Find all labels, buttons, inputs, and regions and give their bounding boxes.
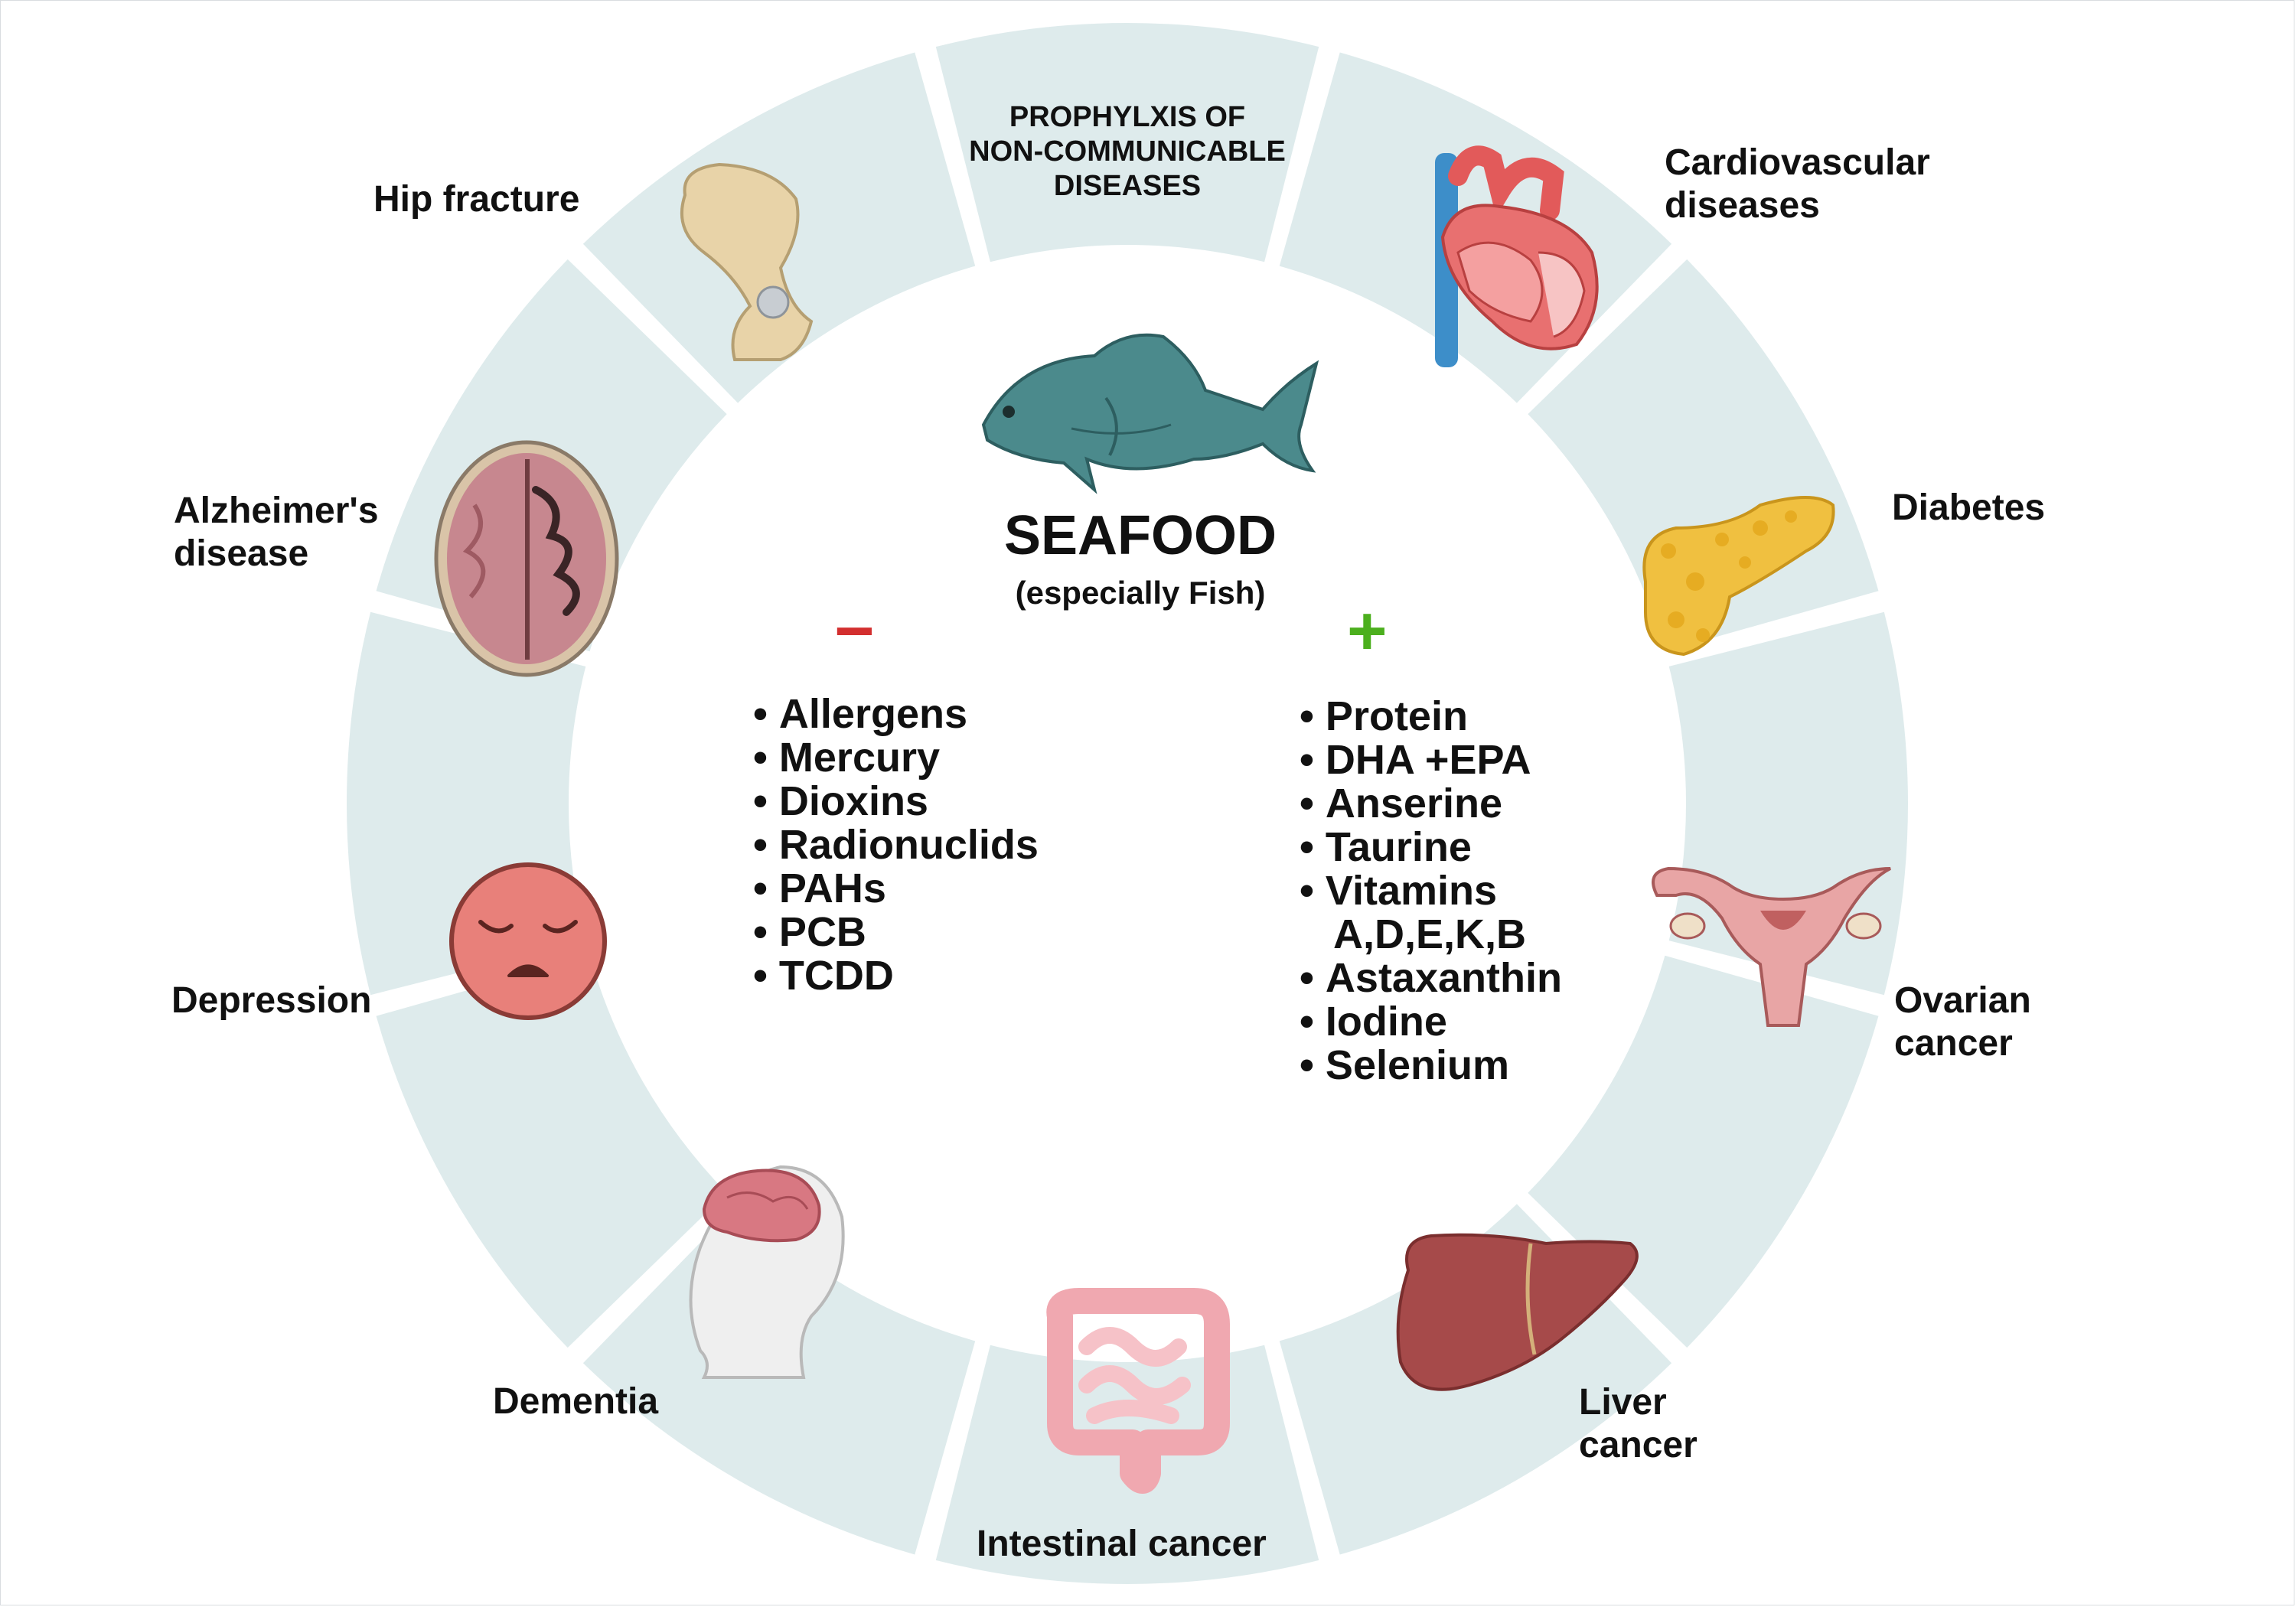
positive-item: DHA +EPA bbox=[1300, 738, 1562, 782]
wheel-header-line-3: DISEASES bbox=[1054, 170, 1201, 202]
center-title: SEAFOOD bbox=[1003, 505, 1277, 566]
label-cardiovascular: Cardiovascular diseases bbox=[1665, 142, 1930, 226]
fish-icon bbox=[981, 333, 1319, 494]
positive-item: Vitamins bbox=[1300, 869, 1562, 913]
positive-item: Protein bbox=[1300, 695, 1562, 738]
label-hip-fracture: Hip fracture bbox=[373, 179, 580, 220]
positive-item: Taurine bbox=[1300, 826, 1562, 869]
negatives-list: Allergens Mercury Dioxins Radionuclids P… bbox=[753, 693, 1039, 998]
liver-icon bbox=[1396, 1233, 1639, 1391]
positive-item: Astaxanthin bbox=[1300, 957, 1562, 1000]
label-intestinal: Intestinal cancer bbox=[977, 1524, 1267, 1564]
head-brain-icon bbox=[689, 1165, 845, 1379]
ring-segment bbox=[935, 23, 1319, 262]
negative-item: Radionuclids bbox=[753, 823, 1039, 867]
negative-sign: − bbox=[834, 593, 875, 670]
positive-item: Iodine bbox=[1300, 1000, 1562, 1044]
negative-item: PCB bbox=[753, 911, 1039, 954]
uterus-ovaries-icon bbox=[1652, 866, 1891, 1027]
label-diabetes: Diabetes bbox=[1892, 487, 2046, 528]
negative-item: PAHs bbox=[753, 867, 1039, 911]
ring-segment bbox=[376, 955, 727, 1348]
wheel-header-line-1: PROPHYLXIS OF bbox=[1009, 101, 1245, 133]
ring-segment bbox=[582, 1204, 976, 1555]
label-alzheimers: Alzheimer's disease bbox=[174, 491, 379, 574]
label-ovarian: Ovarian cancer bbox=[1894, 980, 2031, 1064]
brain-section-icon bbox=[434, 440, 619, 677]
sad-face-icon bbox=[449, 862, 607, 1020]
intestine-icon bbox=[1046, 1288, 1230, 1494]
positive-item-continuation: A,D,E,K,B bbox=[1333, 911, 1527, 957]
label-depression: Depression bbox=[171, 980, 372, 1021]
positives-list: Protein DHA +EPA Anserine Taurine Vitami… bbox=[1300, 695, 1562, 1087]
positive-sign: + bbox=[1347, 593, 1388, 670]
positive-item: Selenium bbox=[1300, 1044, 1562, 1087]
positive-item: Anserine bbox=[1300, 782, 1562, 826]
label-dementia: Dementia bbox=[493, 1381, 659, 1422]
pelvis-bone-icon bbox=[680, 162, 814, 361]
pancreas-icon bbox=[1642, 496, 1835, 657]
center-subtitle: (especially Fish) bbox=[1015, 575, 1266, 611]
negative-item: Allergens bbox=[753, 693, 1039, 736]
label-liver: Liver cancer bbox=[1579, 1382, 1698, 1465]
wheel-header-line-2: NON-COMMUNICABLE bbox=[969, 135, 1286, 168]
negative-item: Dioxins bbox=[753, 780, 1039, 823]
heart-icon bbox=[1435, 145, 1599, 367]
negative-item: TCDD bbox=[753, 954, 1039, 998]
negative-item: Mercury bbox=[753, 736, 1039, 780]
